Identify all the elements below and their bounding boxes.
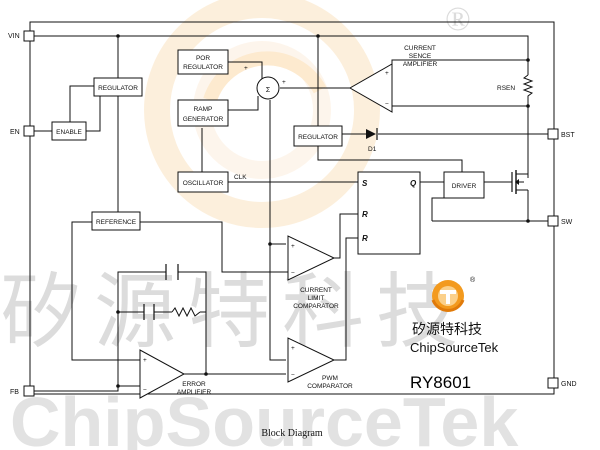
- svg-text:GND: GND: [561, 381, 577, 388]
- svg-text:−: −: [291, 372, 295, 379]
- svg-text:REGULATOR: REGULATOR: [298, 134, 338, 141]
- svg-text:D1: D1: [368, 146, 377, 153]
- svg-text:COMPARATOR: COMPARATOR: [307, 383, 353, 390]
- svg-text:Σ: Σ: [266, 87, 271, 94]
- comp-capacitor-mid: [143, 304, 155, 320]
- sum-plus-right: +: [282, 79, 286, 86]
- svg-text:R: R: [362, 234, 368, 243]
- svg-text:Q: Q: [410, 179, 417, 188]
- svg-text:ENABLE: ENABLE: [56, 129, 82, 136]
- svg-text:BST: BST: [561, 132, 575, 139]
- svg-text:OSCILLATOR: OSCILLATOR: [183, 180, 224, 187]
- wiring: [34, 35, 548, 392]
- por-regulator-block: POR REGULATOR: [177, 49, 229, 75]
- cs-amp-plus: +: [385, 70, 389, 77]
- brand-chinese: 矽源特科技: [412, 322, 482, 338]
- part-number: RY8601: [410, 373, 471, 392]
- diagram-caption: Block Diagram: [261, 428, 323, 439]
- brand-registered: ®: [470, 276, 476, 284]
- svg-text:RAMP: RAMP: [194, 106, 213, 113]
- pin-vin: VIN: [8, 30, 35, 42]
- svg-text:S: S: [362, 179, 368, 188]
- sr-flipflop: S R R Q: [357, 171, 421, 255]
- svg-text:PWM: PWM: [322, 375, 338, 382]
- brand-english: ChipSourceTek: [410, 340, 499, 355]
- comp-resistor: [171, 306, 201, 318]
- pwm-comparator: + − PWM COMPARATOR: [287, 337, 353, 390]
- error-amplifier: + − ERROR AMPLIFIER: [139, 349, 212, 399]
- pin-gnd: GND: [547, 377, 577, 389]
- svg-text:ERROR: ERROR: [182, 381, 206, 388]
- svg-text:EN: EN: [10, 129, 20, 136]
- svg-text:CURRENT: CURRENT: [404, 45, 436, 52]
- svg-text:−: −: [291, 270, 295, 277]
- oscillator-block: OSCILLATOR: [177, 171, 229, 193]
- svg-text:VIN: VIN: [8, 33, 20, 40]
- svg-text:GENERATOR: GENERATOR: [183, 116, 224, 123]
- svg-text:CURRENT: CURRENT: [300, 287, 332, 294]
- power-mosfet: [511, 170, 529, 194]
- regulator-left-block: REGULATOR: [93, 77, 143, 97]
- current-limit-comparator: + − CURRENT LIMIT COMPARATOR: [287, 235, 339, 310]
- svg-text:+: +: [291, 243, 295, 250]
- summing-node: Σ: [256, 76, 280, 100]
- watermark-logo: [144, 0, 380, 228]
- svg-text:COMPARATOR: COMPARATOR: [293, 303, 339, 310]
- svg-text:+: +: [143, 357, 147, 364]
- comp-capacitor-top: [165, 264, 179, 280]
- svg-text:REGULATOR: REGULATOR: [183, 64, 223, 71]
- pin-en: EN: [10, 125, 35, 137]
- diode-d1: D1: [366, 128, 378, 153]
- svg-text:AMPLIFIER: AMPLIFIER: [177, 389, 212, 396]
- watermark-latin: ChipSourceTek: [10, 383, 518, 450]
- svg-text:SENCE: SENCE: [409, 53, 432, 60]
- svg-text:−: −: [143, 387, 147, 394]
- cs-amp-minus: −: [385, 101, 389, 108]
- sum-plus-top: +: [244, 65, 248, 72]
- svg-text:R: R: [362, 210, 368, 219]
- pin-bst: BST: [547, 128, 575, 140]
- svg-text:POR: POR: [196, 55, 210, 62]
- svg-text:AMPLIFIER: AMPLIFIER: [403, 61, 438, 68]
- watermark-registered: ®: [445, 1, 471, 38]
- regulator-mid-block: REGULATOR: [293, 125, 343, 147]
- reference-block: REFERENCE: [91, 211, 141, 231]
- enable-block: ENABLE: [51, 121, 87, 141]
- chip-outline: [29, 21, 555, 395]
- watermark-chinese: 矽源特科技: [0, 267, 470, 358]
- brand-logo: [431, 280, 465, 312]
- svg-text:REGULATOR: REGULATOR: [98, 85, 138, 92]
- svg-text:LIMIT: LIMIT: [308, 295, 325, 302]
- svg-text:SW: SW: [561, 219, 573, 226]
- clk-label: CLK: [234, 174, 247, 181]
- junctions: [116, 34, 530, 388]
- pin-sw: SW: [547, 215, 573, 227]
- svg-text:DRIVER: DRIVER: [452, 183, 477, 190]
- svg-text:FB: FB: [10, 389, 19, 396]
- current-sense-amplifier: + − CURRENT SENCE AMPLIFIER: [348, 45, 438, 113]
- svg-text:+: +: [291, 345, 295, 352]
- svg-text:REFERENCE: REFERENCE: [96, 219, 137, 226]
- rsen-label: RSEN: [497, 85, 515, 92]
- driver-block: DRIVER: [443, 171, 485, 199]
- ramp-generator-block: RAMP GENERATOR: [177, 99, 229, 127]
